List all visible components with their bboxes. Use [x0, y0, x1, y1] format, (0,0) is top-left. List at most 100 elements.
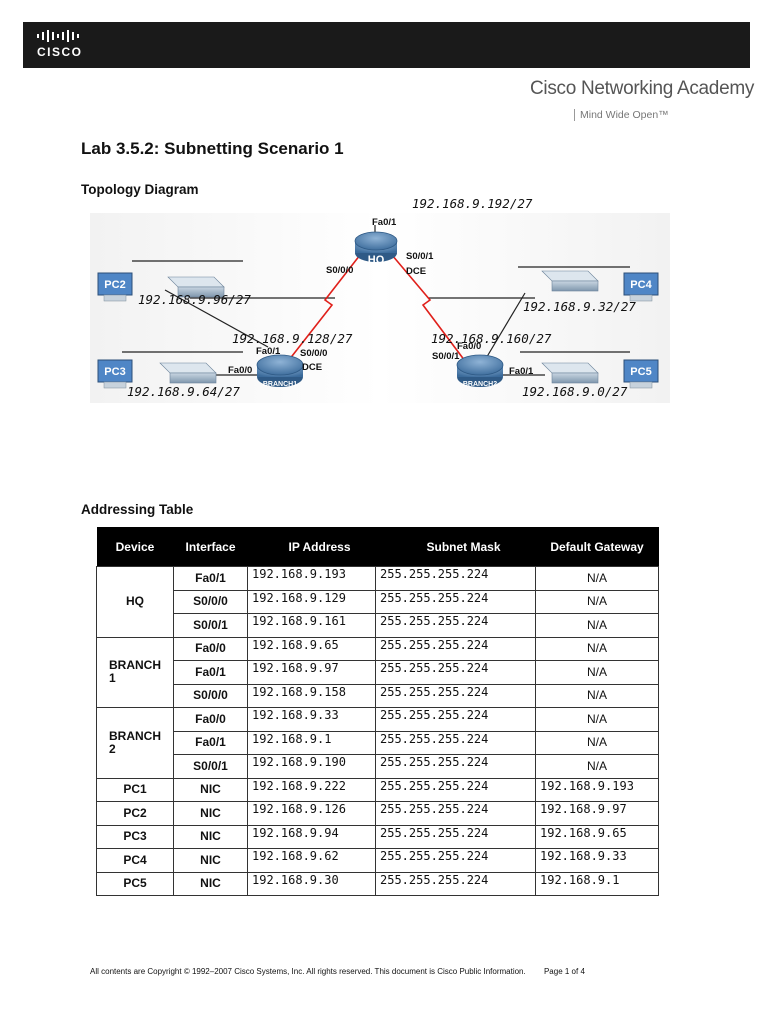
- pc3-label: PC3: [104, 366, 125, 378]
- cell-interface: Fa0/0: [173, 707, 248, 732]
- switch-pc4-lan[interactable]: [541, 270, 599, 292]
- topology-diagram: HQ BRANCH1 BRANCH2: [90, 195, 670, 405]
- cell-device: PC4: [96, 848, 174, 873]
- intf-branch2-fa01: Fa0/1: [509, 366, 534, 377]
- cell-interface: Fa0/0: [173, 636, 248, 661]
- cell-default-gateway: N/A: [535, 613, 659, 638]
- cisco-wordmark: CISCO: [37, 45, 83, 59]
- ethernet-links: [122, 225, 630, 376]
- academy-title: Cisco Networking Academy: [530, 78, 755, 99]
- cell-ip-address: 192.168.9.193: [247, 566, 376, 591]
- cell-subnet-mask: 255.255.255.224: [375, 824, 536, 849]
- cell-subnet-mask: 255.255.255.224: [375, 754, 536, 779]
- cell-subnet-mask: 255.255.255.224: [375, 613, 536, 638]
- cell-ip-address: 192.168.9.1: [247, 730, 376, 755]
- topology-svg: HQ BRANCH1 BRANCH2: [90, 196, 670, 403]
- col-ip-address: IP Address: [247, 527, 376, 567]
- subnet-pc5-lan: 192.168.9.0/27: [522, 384, 628, 399]
- pc4-label: PC4: [630, 279, 652, 291]
- cell-subnet-mask: 255.255.255.224: [375, 871, 536, 896]
- cell-interface: NIC: [173, 777, 248, 802]
- cell-subnet-mask: 255.255.255.224: [375, 589, 536, 614]
- col-device: Device: [96, 527, 174, 567]
- cell-subnet-mask: 255.255.255.224: [375, 636, 536, 661]
- cell-subnet-mask: 255.255.255.224: [375, 683, 536, 708]
- router-branch2[interactable]: BRANCH2: [456, 354, 504, 388]
- intf-branch1-dce: DCE: [302, 362, 322, 373]
- cell-interface: NIC: [173, 824, 248, 849]
- intf-hq-dce: DCE: [406, 266, 426, 277]
- cell-default-gateway: N/A: [535, 566, 659, 591]
- cell-default-gateway: N/A: [535, 589, 659, 614]
- addressing-heading: Addressing Table: [81, 502, 194, 517]
- cell-ip-address: 192.168.9.65: [247, 636, 376, 661]
- cell-device: PC1: [96, 777, 174, 802]
- cell-ip-address: 192.168.9.190: [247, 754, 376, 779]
- router-branch1[interactable]: BRANCH1: [256, 354, 304, 388]
- cell-device: PC2: [96, 801, 174, 826]
- academy-tagline: Mind Wide Open™: [574, 109, 669, 121]
- cell-interface: NIC: [173, 848, 248, 873]
- subnet-hq-lan: 192.168.9.192/27: [412, 196, 533, 211]
- serial-link-hq-branch1: [284, 254, 361, 366]
- serial-link-hq-branch2: [391, 254, 469, 366]
- switch-pc2-lan[interactable]: [167, 276, 225, 298]
- pc3-icon[interactable]: PC3: [97, 359, 133, 389]
- cell-ip-address: 192.168.9.129: [247, 589, 376, 614]
- page-title: Lab 3.5.2: Subnetting Scenario 1: [81, 139, 344, 158]
- pc2-icon[interactable]: PC2: [97, 272, 133, 302]
- cell-default-gateway: N/A: [535, 707, 659, 732]
- switch-pc3-lan[interactable]: [159, 362, 217, 384]
- router-branch1-label: BRANCH1: [263, 381, 297, 388]
- switch-pc5-lan[interactable]: [541, 362, 599, 384]
- cell-subnet-mask: 255.255.255.224: [375, 777, 536, 802]
- cell-device: HQ: [96, 566, 174, 638]
- pc5-label: PC5: [630, 366, 651, 378]
- router-hq[interactable]: HQ: [354, 231, 398, 266]
- addressing-table: Device Interface IP Address Subnet Mask …: [96, 527, 659, 896]
- cell-interface: S0/0/0: [173, 589, 248, 614]
- cell-default-gateway: 192.168.9.33: [535, 848, 659, 873]
- academy-branding: Cisco Networking Academy Mind Wide Open™: [530, 78, 754, 128]
- footer: All contents are Copyright © 1992–2007 C…: [90, 967, 585, 976]
- cell-default-gateway: N/A: [535, 660, 659, 685]
- cisco-logo: CISCO: [37, 30, 97, 64]
- intf-branch2-s001: S0/0/1: [432, 351, 460, 362]
- col-subnet-mask: Subnet Mask: [375, 527, 536, 567]
- intf-hq-s000: S0/0/0: [326, 265, 353, 276]
- intf-hq-fa01: Fa0/1: [372, 217, 397, 228]
- cell-default-gateway: N/A: [535, 754, 659, 779]
- cell-interface: Fa0/1: [173, 566, 248, 591]
- col-interface: Interface: [173, 527, 248, 567]
- cisco-bridge-icon: [37, 30, 97, 42]
- cell-device: PC3: [96, 824, 174, 849]
- cell-interface: Fa0/1: [173, 660, 248, 685]
- cell-interface: Fa0/1: [173, 730, 248, 755]
- link-switch-branch1: [164, 289, 269, 348]
- cell-subnet-mask: 255.255.255.224: [375, 801, 536, 826]
- cell-interface: S0/0/1: [173, 613, 248, 638]
- pc2-label: PC2: [104, 279, 125, 291]
- link-switch-branch2: [484, 292, 526, 361]
- cell-default-gateway: N/A: [535, 683, 659, 708]
- pc5-icon[interactable]: PC5: [623, 359, 659, 389]
- cell-ip-address: 192.168.9.30: [247, 871, 376, 896]
- cell-subnet-mask: 255.255.255.224: [375, 566, 536, 591]
- cell-default-gateway: 192.168.9.1: [535, 871, 659, 896]
- cell-ip-address: 192.168.9.161: [247, 613, 376, 638]
- cell-ip-address: 192.168.9.94: [247, 824, 376, 849]
- page-number: Page 1 of 4: [543, 967, 585, 976]
- header-bar: CISCO: [23, 22, 750, 68]
- cell-subnet-mask: 255.255.255.224: [375, 730, 536, 755]
- pc4-icon[interactable]: PC4: [623, 272, 659, 302]
